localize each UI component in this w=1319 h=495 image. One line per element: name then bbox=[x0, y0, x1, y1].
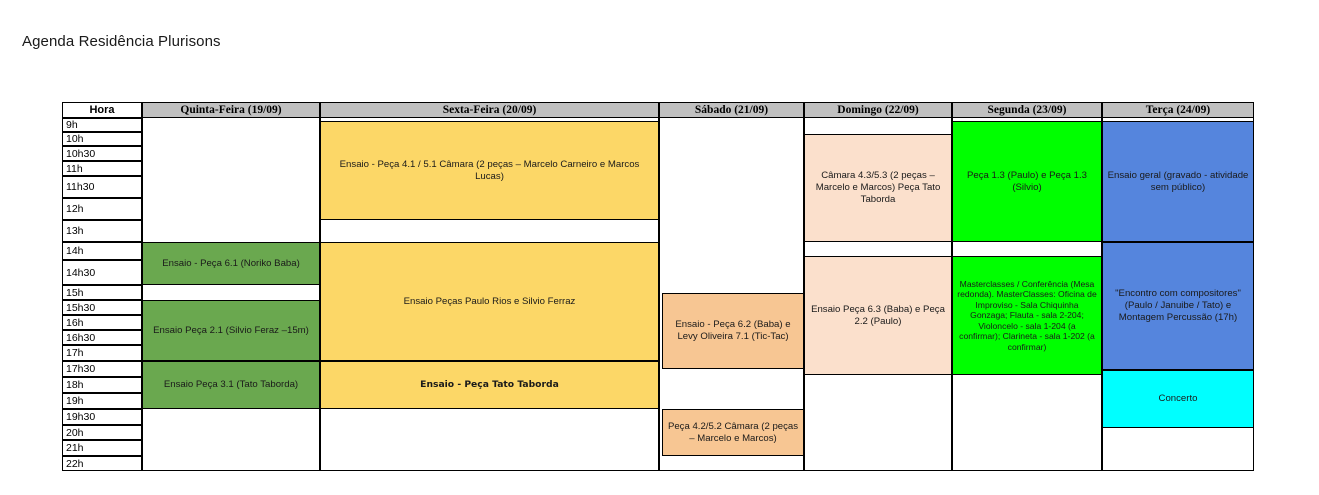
column-header-segunda: Segunda (23/09) bbox=[952, 102, 1102, 118]
event-sexta-tato[interactable]: Ensaio - Peça Tato Taborda bbox=[320, 361, 659, 409]
column-header-terca: Terça (24/09) bbox=[1102, 102, 1254, 118]
time-row-16h: 16h bbox=[62, 315, 142, 330]
column-header-domingo: Domingo (22/09) bbox=[804, 102, 952, 118]
event-sabado-peca42[interactable]: Peça 4.2/5.2 Câmara (2 peças – Marcelo e… bbox=[662, 409, 804, 456]
schedule-table: Hora Quinta-Feira (19/09) Sexta-Feira (2… bbox=[62, 102, 1254, 472]
event-quinta-peca61[interactable]: Ensaio - Peça 6.1 (Noriko Baba) bbox=[142, 242, 320, 285]
event-terca-encontro[interactable]: "Encontro com compositores" (Paulo / Jan… bbox=[1102, 242, 1254, 370]
time-row-17h: 17h bbox=[62, 345, 142, 361]
event-domingo-peca63[interactable]: Ensaio Peça 6.3 (Baba) e Peça 2.2 (Paulo… bbox=[804, 256, 952, 375]
time-row-16h30: 16h30 bbox=[62, 330, 142, 345]
event-sexta-camara[interactable]: Ensaio - Peça 4.1 / 5.1 Câmara (2 peças … bbox=[320, 121, 659, 220]
time-row-21h: 21h bbox=[62, 440, 142, 456]
event-quinta-peca31[interactable]: Ensaio Peça 3.1 (Tato Taborda) bbox=[142, 361, 320, 409]
event-domingo-camara[interactable]: Câmara 4.3/5.3 (2 peças – Marcelo e Marc… bbox=[804, 134, 952, 242]
event-terca-ensaio-geral[interactable]: Ensaio geral (gravado - atividade sem pú… bbox=[1102, 121, 1254, 242]
event-segunda-masterclasses[interactable]: Masterclasses / Conferência (Mesa redond… bbox=[952, 256, 1102, 375]
time-row-14h: 14h bbox=[62, 242, 142, 260]
page-title: Agenda Residência Plurisons bbox=[22, 33, 221, 50]
column-header-sabado: Sábado (21/09) bbox=[659, 102, 804, 118]
time-row-18h: 18h bbox=[62, 377, 142, 393]
time-row-20h: 20h bbox=[62, 425, 142, 440]
time-row-11h30: 11h30 bbox=[62, 176, 142, 198]
event-terca-concerto[interactable]: Concerto bbox=[1102, 370, 1254, 428]
time-row-19h30: 19h30 bbox=[62, 409, 142, 425]
time-row-22h: 22h bbox=[62, 456, 142, 471]
event-segunda-peca13[interactable]: Peça 1.3 (Paulo) e Peça 1.3 (Silvio) bbox=[952, 121, 1102, 242]
time-row-17h30: 17h30 bbox=[62, 361, 142, 377]
event-sexta-paulorios[interactable]: Ensaio Peças Paulo Rios e Silvio Ferraz bbox=[320, 242, 659, 361]
event-quinta-peca21[interactable]: Ensaio Peça 2.1 (Silvio Feraz –15m) bbox=[142, 300, 320, 361]
time-row-9h: 9h bbox=[62, 118, 142, 132]
time-row-19h: 19h bbox=[62, 393, 142, 409]
time-row-15h: 15h bbox=[62, 285, 142, 300]
column-header-hora: Hora bbox=[62, 102, 142, 118]
time-row-10h30: 10h30 bbox=[62, 146, 142, 161]
column-header-sexta: Sexta-Feira (20/09) bbox=[320, 102, 659, 118]
time-row-11h: 11h bbox=[62, 161, 142, 176]
time-row-15h30: 15h30 bbox=[62, 300, 142, 315]
column-header-quinta: Quinta-Feira (19/09) bbox=[142, 102, 320, 118]
time-row-10h: 10h bbox=[62, 132, 142, 146]
time-row-13h: 13h bbox=[62, 220, 142, 242]
time-row-14h30: 14h30 bbox=[62, 260, 142, 285]
day-column-quinta bbox=[142, 118, 320, 471]
event-sabado-peca62[interactable]: Ensaio - Peça 6.2 (Baba) e Levy Oliveira… bbox=[662, 293, 804, 369]
time-row-12h: 12h bbox=[62, 198, 142, 220]
